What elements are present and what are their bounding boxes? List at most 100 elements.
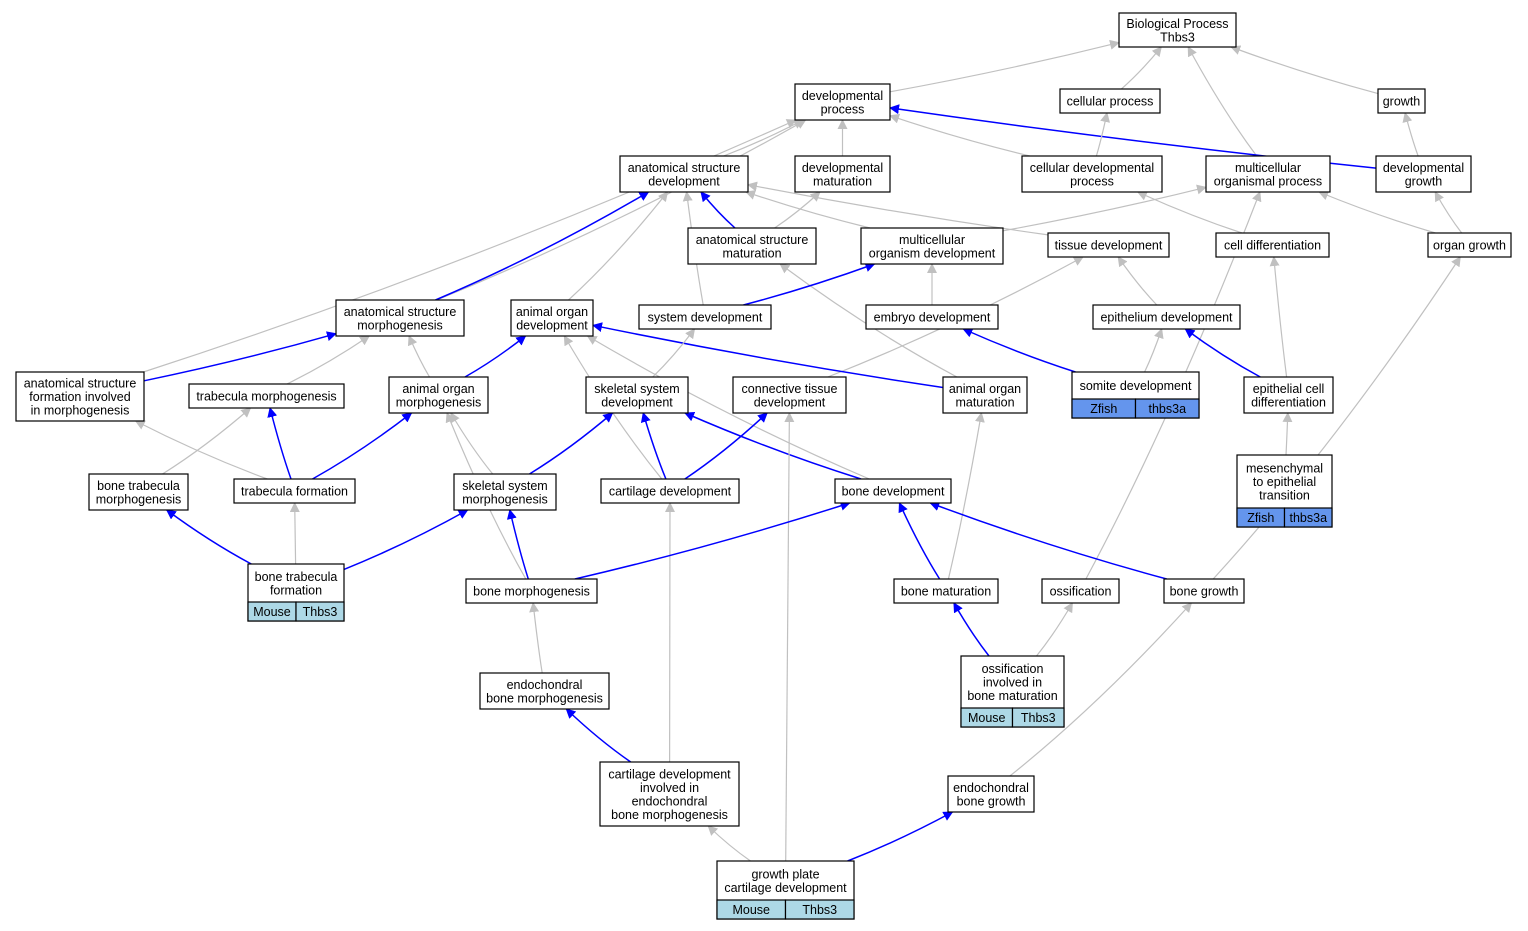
term-node-tissuedev[interactable]: tissue development <box>1047 232 1170 258</box>
term-label-line: anatomical structure <box>24 377 137 391</box>
term-box <box>1215 232 1330 258</box>
term-node-growth[interactable]: growth <box>1377 88 1426 114</box>
term-node-embryodev[interactable]: embryo development <box>865 304 999 330</box>
term-label-line: tissue development <box>1055 239 1163 253</box>
edge-cartdev-to-ctdev <box>684 412 768 480</box>
edge-bonedev-to-aodev <box>586 335 870 480</box>
term-box <box>947 775 1035 813</box>
edge-growthplate-to-ctdev <box>784 412 795 862</box>
edge-trabform-to-aomorph <box>312 412 413 480</box>
term-node-trabmorph[interactable]: trabecula morphogenesis <box>188 383 345 409</box>
term-node-ossification[interactable]: ossification <box>1041 578 1120 604</box>
term-label-line: bone morphogenesis <box>473 585 590 599</box>
term-label-line: multicellular <box>899 233 965 247</box>
term-label-line: animal organ <box>949 382 1021 396</box>
term-label-line: development <box>601 395 673 409</box>
edge-tissuedev-to-asd <box>747 181 1049 236</box>
term-label-line: morphogenesis <box>357 318 442 332</box>
term-label-line: maturation <box>813 174 872 188</box>
edge-celldiff-to-celldevproc <box>1136 191 1243 234</box>
edge-ossinvmat-to-ossification <box>1036 602 1073 657</box>
term-label-line: epithelium development <box>1100 311 1233 325</box>
term-label-line: cellular developmental <box>1030 161 1154 175</box>
gene-cell <box>295 601 345 622</box>
term-label-line: bone development <box>842 485 945 499</box>
term-node-sysdev[interactable]: system development <box>638 304 772 330</box>
term-label-line: bone growth <box>957 794 1026 808</box>
term-box <box>15 371 145 422</box>
term-label-line: animal organ <box>516 305 588 319</box>
term-box <box>188 383 345 409</box>
term-node-cartdev[interactable]: cartilage development <box>600 478 740 504</box>
term-label-line: system development <box>648 311 763 325</box>
term-box <box>453 473 557 511</box>
term-label-line: process <box>821 102 865 116</box>
term-label-line: in morphogenesis <box>31 404 130 418</box>
term-node-cellproc[interactable]: cellular process <box>1059 88 1161 114</box>
term-box <box>335 299 465 337</box>
edge-btformation-to-trabform <box>289 502 300 565</box>
term-node-epidev[interactable]: epithelium development <box>1092 304 1241 330</box>
term-label-line: growth <box>1405 174 1443 188</box>
edge-asformation-to-asmorph <box>143 331 337 382</box>
term-box <box>687 227 817 265</box>
term-label-line: formation <box>270 583 322 597</box>
species-label: Zfish <box>1090 402 1117 416</box>
edge-multiorgdev-to-asd <box>745 190 871 229</box>
term-box <box>585 376 689 414</box>
term-node-celldiff[interactable]: cell differentiation <box>1215 232 1330 258</box>
edge-skelmorph-to-aomorph <box>450 412 494 475</box>
term-node-bonegrowth[interactable]: bone growth <box>1163 578 1245 604</box>
term-box <box>388 376 489 414</box>
term-label-line: cartilage development <box>724 881 847 895</box>
edge-skelmorph-to-skeldev <box>529 412 614 475</box>
term-label-line: somite development <box>1080 379 1192 393</box>
term-node-bonemorph[interactable]: bone morphogenesis <box>465 578 598 604</box>
edge-bonemorph-to-skelmorph <box>506 509 530 580</box>
edge-multiorgproc-to-bp <box>1187 46 1258 157</box>
term-box <box>893 578 999 604</box>
term-node-organgrowth[interactable]: organ growth <box>1427 232 1512 258</box>
term-node-bonedev[interactable]: bone development <box>834 478 952 504</box>
term-box <box>619 155 749 193</box>
term-node-trabform[interactable]: trabecula formation <box>233 478 356 504</box>
term-label-line: animal organ <box>402 382 474 396</box>
term-box <box>732 376 847 414</box>
edge-asmat-to-devmat <box>774 191 821 229</box>
term-node-bonemat[interactable]: bone maturation <box>893 578 999 604</box>
gene-cell <box>784 899 855 920</box>
term-label-line: mesenchymal <box>1246 462 1323 476</box>
gene-label: Thbs3 <box>1021 711 1056 725</box>
term-label-line: cellular process <box>1067 95 1154 109</box>
term-box <box>1059 88 1161 114</box>
term-box <box>600 478 740 504</box>
